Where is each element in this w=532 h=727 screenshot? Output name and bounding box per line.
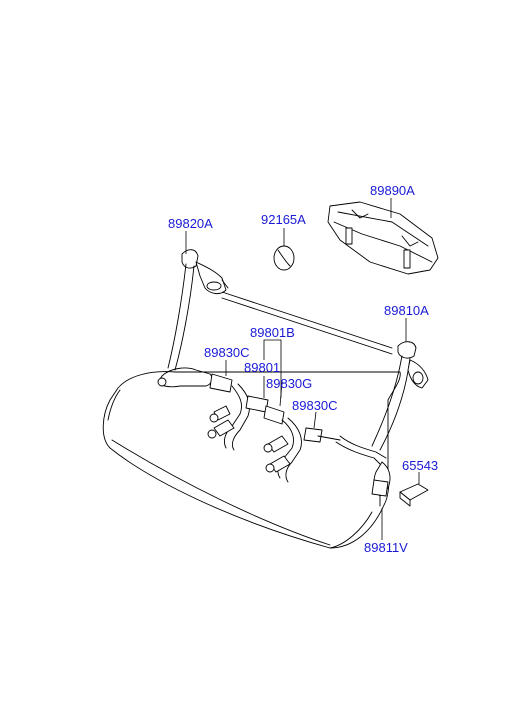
part-label-89830g[interactable]: 89830G — [266, 376, 312, 391]
part-label-65543[interactable]: 65543 — [402, 458, 438, 473]
part-label-92165a[interactable]: 92165A — [261, 212, 306, 227]
part-label-89801b[interactable]: 89801B — [250, 325, 295, 340]
part-labels: 89890A 92165A 89820A 89810A 89801B 89830… — [168, 183, 438, 555]
left-seat-belt-assembly — [157, 249, 233, 393]
part-label-89830c-left[interactable]: 89830C — [204, 345, 250, 360]
part-label-89811v[interactable]: 89811V — [364, 540, 408, 555]
center-buckle-assembly — [207, 383, 341, 483]
cap-92165a — [273, 245, 295, 271]
part-label-89890a[interactable]: 89890A — [370, 183, 415, 198]
part-label-89820a[interactable]: 89820A — [168, 216, 213, 231]
part-label-89801[interactable]: 89801 — [244, 360, 280, 375]
leader-lines — [185, 198, 420, 540]
seat-cushion — [102, 371, 401, 549]
part-label-89810a[interactable]: 89810A — [384, 303, 429, 318]
seat-back-outline — [221, 291, 393, 355]
clip-65543 — [399, 483, 429, 507]
right-seat-belt-assembly — [335, 341, 429, 507]
part-label-89830c-right[interactable]: 89830C — [292, 398, 338, 413]
bracket-89890a — [327, 201, 439, 275]
